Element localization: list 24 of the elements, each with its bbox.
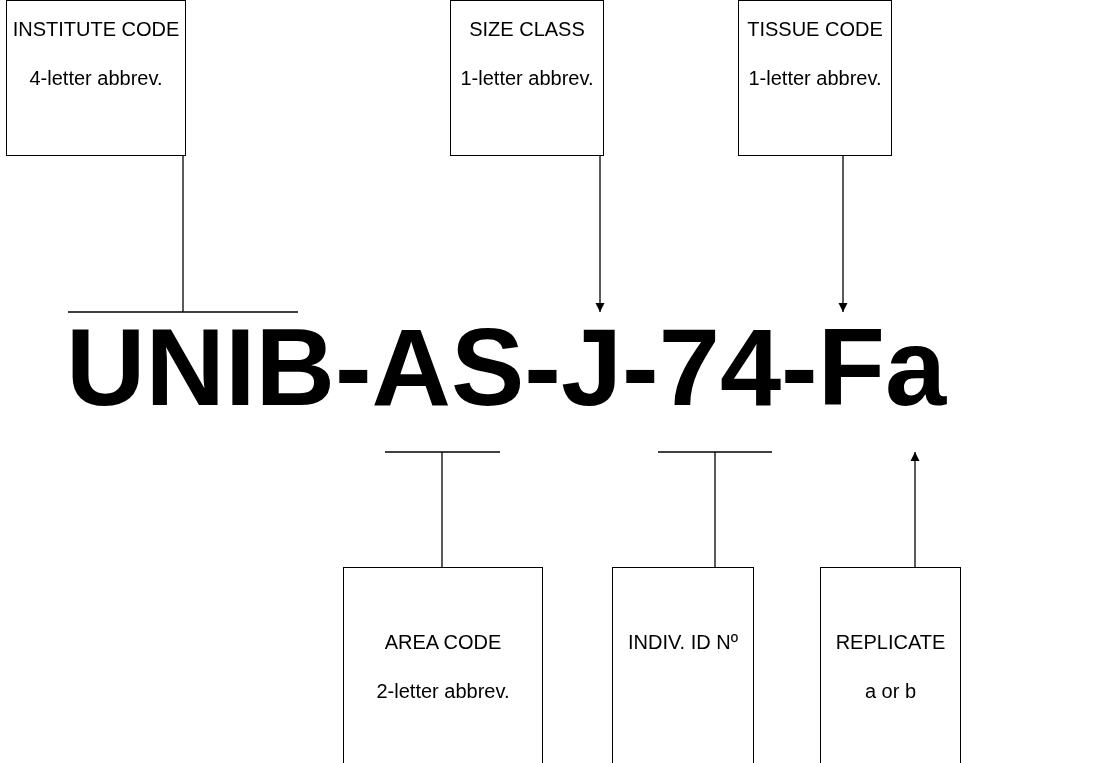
box-description: 1-letter abbrev. <box>459 66 595 91</box>
box-description: 4-letter abbrev. <box>28 66 164 91</box>
label-box <box>343 567 543 763</box>
label-box <box>6 0 186 156</box>
arrow <box>910 451 920 568</box>
arrow <box>838 155 848 313</box>
leader-line <box>182 155 184 313</box>
label-box <box>450 0 604 156</box>
label-box <box>820 567 961 763</box>
specimen-code: UNIB-AS-J-74-Fa <box>66 312 947 422</box>
box-description: 1-letter abbrev. <box>747 66 883 91</box>
box-heading: AREA CODE <box>383 630 503 655</box>
box-description: a or b <box>863 679 918 704</box>
box-heading: SIZE CLASS <box>468 17 586 42</box>
leader-line <box>441 451 443 568</box>
box-heading: REPLICATE <box>834 630 947 655</box>
leader-line <box>714 451 716 568</box>
box-heading: INSTITUTE CODE <box>11 17 181 42</box>
box-heading: TISSUE CODE <box>746 17 884 42</box>
arrow <box>595 155 605 313</box>
label-box <box>738 0 892 156</box>
box-heading: INDIV. ID Nº <box>627 630 739 655</box>
box-description: 2-letter abbrev. <box>375 679 511 704</box>
label-box <box>612 567 754 763</box>
